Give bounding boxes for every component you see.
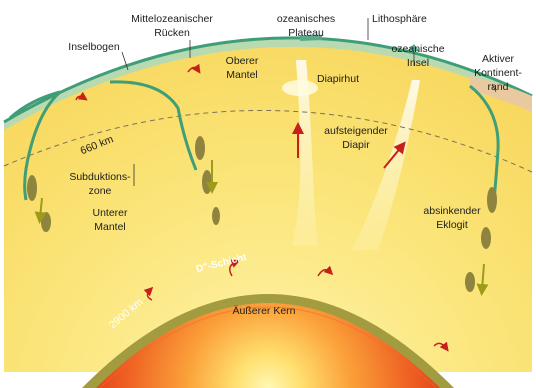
slab-blob xyxy=(487,187,497,213)
slab-blob xyxy=(212,207,220,225)
label-mantel-upper: Mantel xyxy=(226,69,258,81)
label-ruecken: Rücken xyxy=(154,27,190,39)
label-aufsteigender: aufsteigender xyxy=(324,125,388,137)
slab-blob xyxy=(465,272,475,292)
label-diapir: Diapir xyxy=(342,139,370,151)
label-unterer: Unterer xyxy=(92,207,128,219)
slab-blob xyxy=(481,227,491,249)
label-ozeanische: ozeanische xyxy=(391,43,444,55)
slab-blob xyxy=(195,136,205,160)
label-aeusserer-kern: Äußerer Kern xyxy=(232,305,295,317)
label-plateau: Plateau xyxy=(288,27,324,39)
label-absinkender: absinkender xyxy=(423,205,481,217)
label-zone: zone xyxy=(89,185,112,197)
label-lithosphaere: Lithosphäre xyxy=(372,13,427,25)
label-aktiver: Aktiver xyxy=(482,53,515,65)
label-rand: rand xyxy=(487,81,508,93)
slab-blob xyxy=(27,175,37,201)
slab-blob xyxy=(41,212,51,232)
label-kontinent: Kontinent- xyxy=(474,67,522,79)
label-subduktions: Subduktions- xyxy=(69,171,131,183)
slab-blob xyxy=(202,170,212,194)
diapir-head xyxy=(282,80,318,96)
label-inselbogen: Inselbogen xyxy=(68,41,120,53)
label-eklogit: Eklogit xyxy=(436,219,468,231)
label-mittelozeanischer: Mittelozeanischer xyxy=(131,13,213,25)
label-diapirhut: Diapirhut xyxy=(317,73,359,85)
label-insel: Insel xyxy=(407,57,429,69)
label-ozeanisches: ozeanisches xyxy=(277,13,335,25)
label-mantel-lower: Mantel xyxy=(94,221,126,233)
label-oberer: Oberer xyxy=(226,55,259,67)
